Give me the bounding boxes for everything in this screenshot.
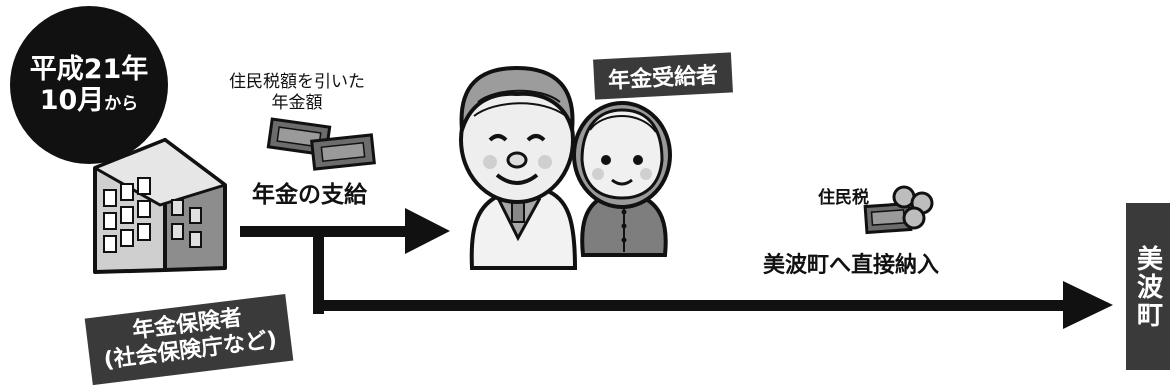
town-name: 美波町 [1132, 244, 1163, 329]
resident-tax-label: 住民税 [818, 188, 869, 208]
start-date-circle: 平成21年 10月から [10, 6, 168, 164]
coin-icon [863, 185, 934, 235]
deducted-pension-line1: 住民税額を引いた [229, 72, 365, 92]
building-icon [93, 138, 227, 274]
arrow-right-icon [240, 208, 450, 254]
deducted-pension-line2: 年金額 [271, 93, 323, 114]
banknote-icon [266, 117, 376, 171]
direct-payment-label: 美波町へ直接納入 [763, 253, 940, 278]
pension-recipient-badge: 年金受給者 [593, 52, 733, 100]
date-from-suffix: から [104, 94, 139, 114]
deducted-pension-label: 住民税額を引いた 年金額 [229, 72, 365, 115]
elderly-couple-icon [459, 65, 672, 270]
date-year-month: 平成21年 [29, 53, 149, 85]
date-month: 10月から [40, 85, 139, 116]
date-month-number: 10月 [39, 85, 105, 116]
arrow-right-icon [313, 230, 1113, 329]
pension-payment-label: 年金の支給 [252, 182, 367, 208]
town-badge: 美波町 [1126, 203, 1170, 370]
